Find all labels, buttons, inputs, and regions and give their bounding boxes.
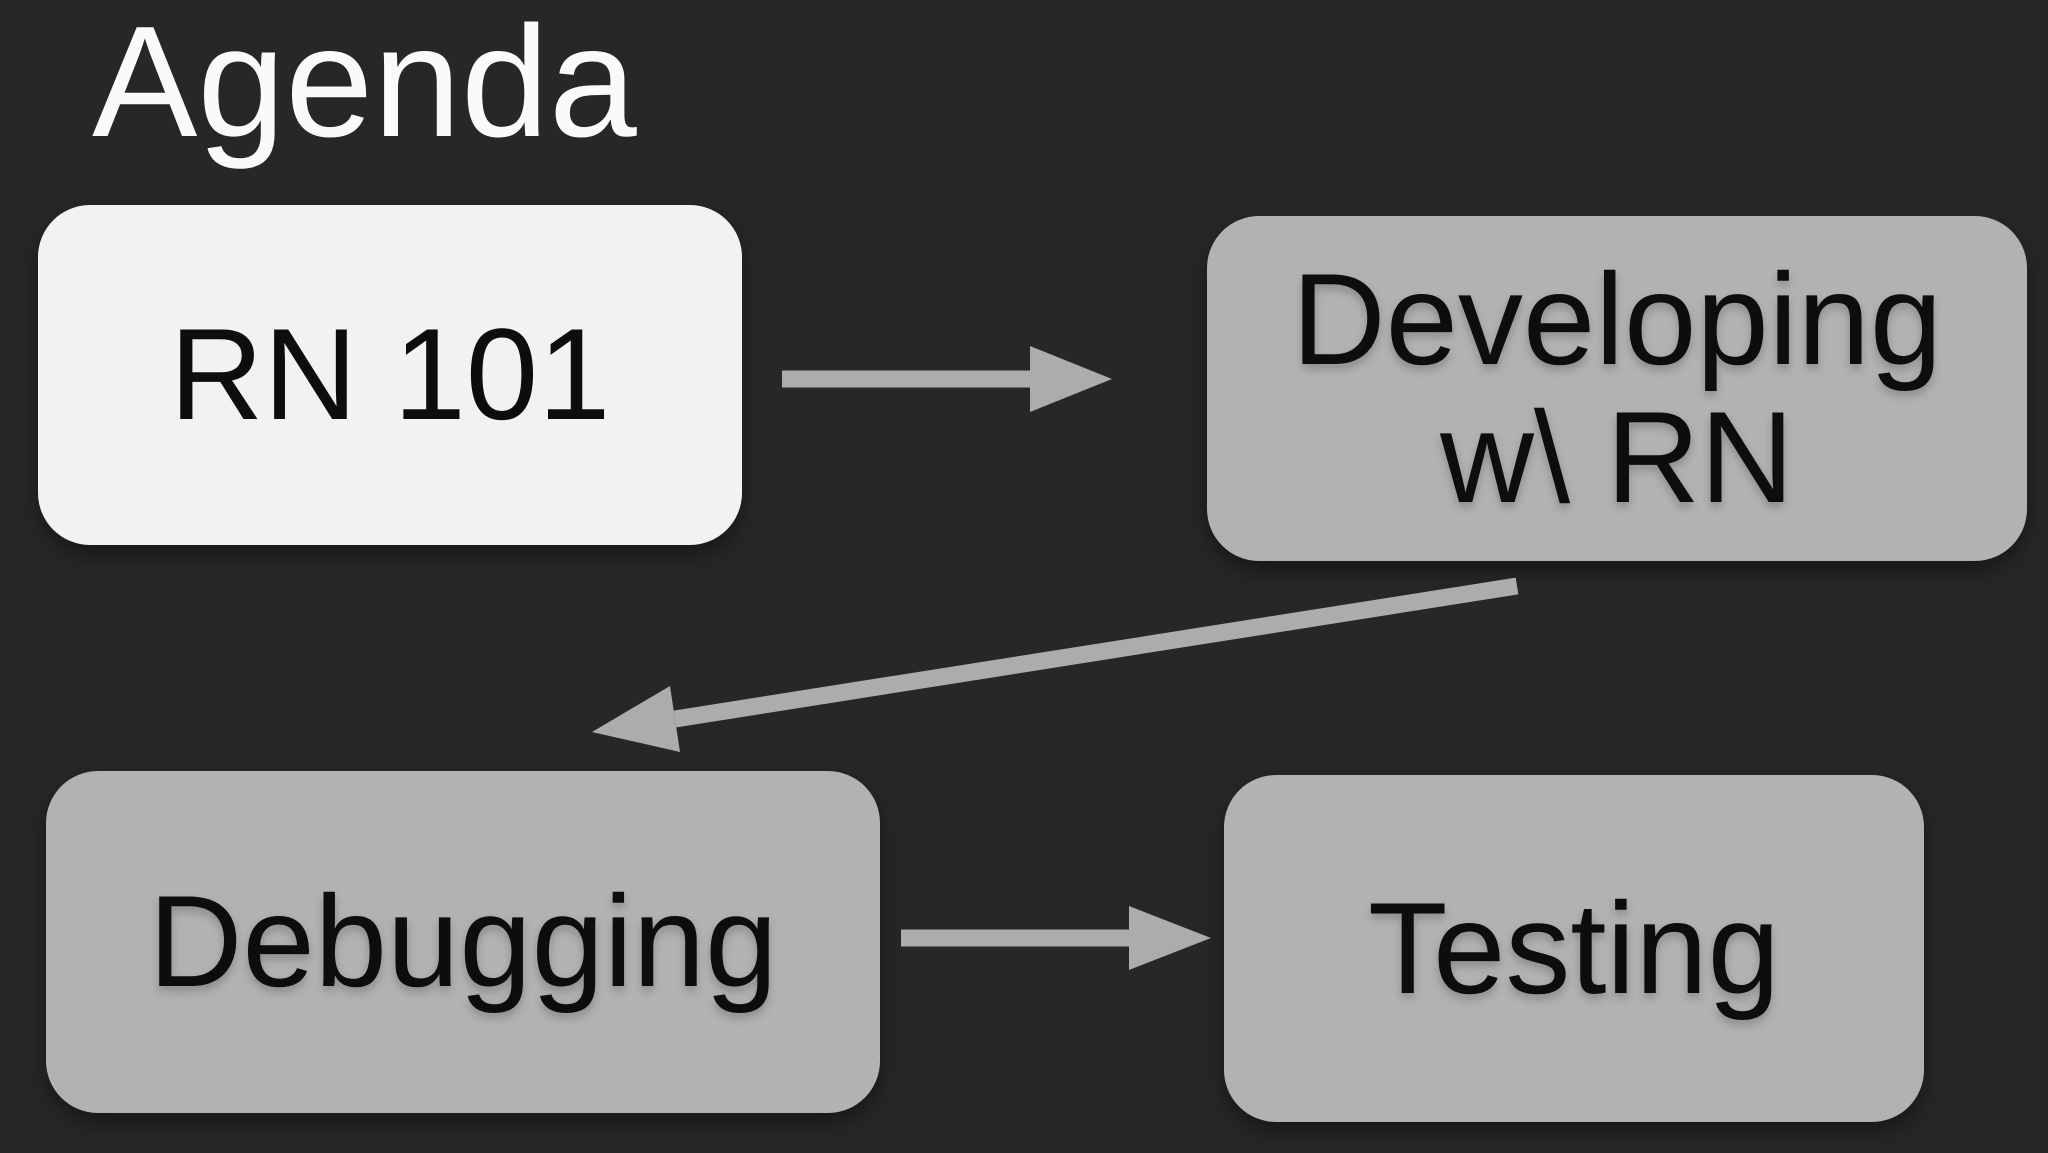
- node-testing-label: Testing: [1368, 874, 1780, 1021]
- node-debugging: Debugging: [46, 771, 880, 1113]
- arrow-head: [1129, 906, 1211, 970]
- node-developing-w-rn-label: Developing w\ RN: [1291, 245, 1943, 530]
- slide-title: Agenda: [92, 0, 637, 170]
- arrow-head: [1030, 346, 1112, 412]
- node-rn-101-label: RN 101: [169, 301, 611, 448]
- node-testing: Testing: [1224, 775, 1924, 1122]
- arrow-rn101-to-developing: [782, 346, 1112, 412]
- node-debugging-label: Debugging: [148, 868, 778, 1015]
- arrow-shaft: [673, 577, 1519, 728]
- arrow-debugging-to-testing: [901, 906, 1211, 970]
- arrow-developing-to-debugging: [592, 577, 1519, 752]
- node-developing-w-rn: Developing w\ RN: [1207, 216, 2027, 561]
- arrow-head: [592, 686, 680, 752]
- node-rn-101: RN 101: [38, 205, 742, 545]
